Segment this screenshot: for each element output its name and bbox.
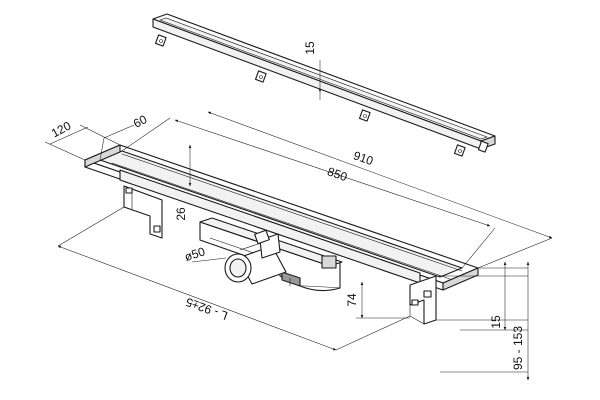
grate-lug-3 <box>358 109 371 122</box>
dim-120-label: 120 <box>49 118 74 140</box>
grate-thickness-label: 15 <box>303 41 317 55</box>
dim-L-line <box>57 245 337 351</box>
dim-850-ext-1 <box>121 117 171 152</box>
dim-910-ext <box>477 237 553 269</box>
channel-body <box>84 144 479 325</box>
dim-L-ext-1 <box>57 206 125 247</box>
dim-850-label: 850 <box>326 164 350 184</box>
grate-lug-4 <box>453 144 466 157</box>
dim-L-label: L - 92±5 <box>183 295 229 323</box>
dim-L-ext-2 <box>335 315 411 351</box>
dim-74-label: 74 <box>345 293 359 307</box>
dim-d50-label: ø50 <box>183 244 207 264</box>
dim-95-153-label: 95 - 153 <box>511 326 525 370</box>
left-bracket <box>123 185 163 239</box>
dim-120-ext-2 <box>79 124 121 146</box>
grate-front-face <box>152 18 482 150</box>
dim-26-label: 26 <box>174 207 188 221</box>
dim-850-ext-2 <box>461 227 496 269</box>
dim-60-label: 60 <box>131 112 150 131</box>
dim-15-label: 15 <box>489 315 503 329</box>
channel-end-face-right <box>442 267 479 291</box>
channel-end-face-left <box>84 144 121 168</box>
dim-60-ext-1 <box>99 137 105 161</box>
dim-60-line <box>103 124 135 139</box>
grate-lug-2 <box>254 70 267 83</box>
dim-910-label: 910 <box>352 148 376 168</box>
grate-lug-1 <box>154 34 167 47</box>
grate: 15 <box>152 13 496 157</box>
right-bracket <box>409 275 437 325</box>
grate-recess <box>159 17 488 140</box>
dim-910-line <box>207 111 553 239</box>
dim-120-line <box>49 126 89 145</box>
dim-120-ext-1 <box>44 141 86 161</box>
